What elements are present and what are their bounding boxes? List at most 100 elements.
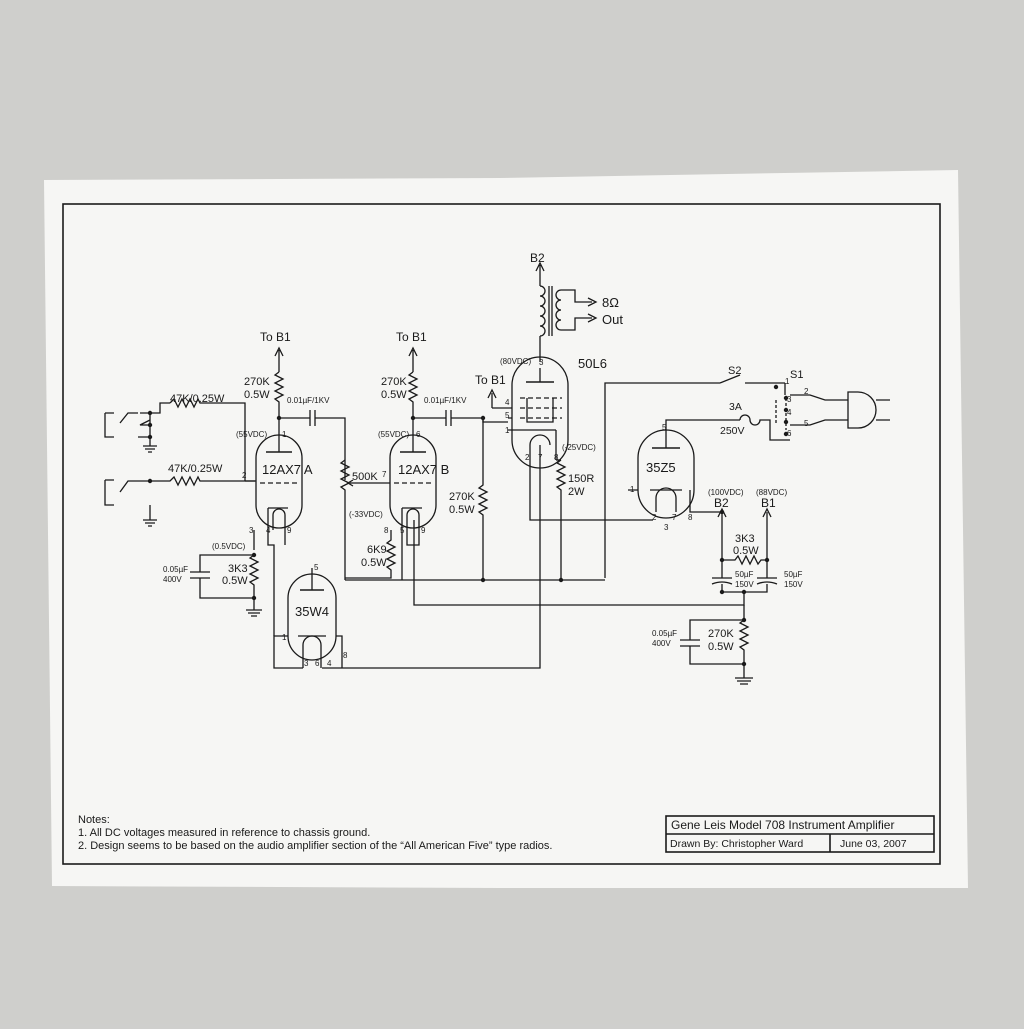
pin: 8: [688, 513, 693, 522]
r-plate-b-rating: 0.5W: [381, 389, 407, 401]
output-impedance: 8Ω: [602, 295, 619, 310]
notes-heading: Notes:: [78, 814, 110, 826]
pin: 5: [505, 411, 510, 420]
pin: 2: [242, 471, 247, 480]
pin: 2: [804, 387, 809, 396]
to-b1-label-b: To B1: [396, 330, 427, 344]
drawn-by: Drawn By: Christopher Ward: [670, 838, 803, 850]
pin: 5: [314, 563, 319, 572]
pin: 8: [343, 651, 348, 660]
output-transformer: [535, 261, 598, 350]
fuse-voltage: 250V: [720, 425, 745, 437]
pin: 6: [416, 430, 421, 439]
pin: 3: [664, 523, 669, 532]
r-bleed-rating: 0.5W: [708, 641, 734, 653]
c-filter-b-rating: 150V: [784, 580, 803, 589]
pin: 5: [804, 419, 809, 428]
pin: 1: [282, 633, 287, 642]
pot-label: 500K: [352, 471, 378, 483]
r-150-label: 150R: [568, 473, 594, 485]
v1a-plate-voltage: (55VDC): [236, 430, 267, 439]
c-filter-b-label: 50µF: [784, 570, 803, 579]
c-filter-a-label: 50µF: [735, 570, 754, 579]
r-150r: [555, 459, 567, 578]
c-cath-a-rating: 400V: [163, 575, 182, 584]
c-bleed-label: 0.05µF: [652, 629, 677, 638]
pin: 3: [787, 395, 792, 404]
tube-50l6: [508, 350, 569, 469]
b2-voltage: (100VDC): [708, 488, 744, 497]
b1-right-label: B1: [761, 496, 776, 510]
pin: 6: [315, 659, 320, 668]
r-cath-b-label: 6K9: [367, 544, 387, 556]
r-grid-rating: 0.5W: [449, 504, 475, 516]
pin: 7: [382, 470, 387, 479]
tube-v3-label: 35Z5: [646, 460, 676, 475]
v2-cathode-voltage: (-25VDC): [562, 443, 596, 452]
pin: 8: [384, 526, 389, 535]
to-b1-label-a: To B1: [260, 330, 291, 344]
tube-v1b-label: 12AX7 B: [398, 462, 449, 477]
pin: 8: [554, 453, 559, 462]
b2-top-label: B2: [530, 251, 545, 265]
bleed-network: [413, 520, 753, 685]
pin: 2: [652, 513, 657, 522]
pin: 1: [505, 426, 510, 435]
tube-35w4: [273, 568, 343, 669]
input-jacks: [104, 397, 255, 527]
mains-section: [604, 374, 890, 578]
c-couple-b-label: 0.01µF/1KV: [424, 396, 467, 405]
r-cath-a-label: 3K3: [228, 563, 248, 575]
to-b1-label-c: To B1: [475, 373, 506, 387]
heater-links: [267, 530, 420, 636]
v1a-cathode-voltage: (0.5VDC): [212, 542, 246, 551]
b2-right-label: B2: [714, 496, 729, 510]
r-plate-a-label: 270K: [244, 376, 270, 388]
c-cath-a-label: 0.05µF: [163, 565, 188, 574]
cathode-b-network: [345, 530, 397, 579]
pin: 1: [282, 430, 287, 439]
pin: 2: [525, 453, 530, 462]
pin: 1: [630, 485, 635, 494]
tube-12ax7-a: [245, 410, 303, 530]
note-1: 1. All DC voltages measured in reference…: [78, 827, 370, 839]
pin: 4: [505, 398, 510, 407]
r-grid-label: 270K: [449, 491, 475, 503]
coupling-cap-a: [279, 410, 346, 480]
pin: 9: [421, 526, 426, 535]
v1b-cathode-voltage: (-33VDC): [349, 510, 383, 519]
drawing-date: June 03, 2007: [840, 838, 907, 850]
pin: 6: [787, 429, 792, 438]
r-in1-label: 47K/0.25W: [170, 393, 225, 405]
r-filter-rating: 0.5W: [733, 545, 759, 557]
v1b-plate-voltage: (55VDC): [378, 430, 409, 439]
tube-v4-label: 35W4: [295, 604, 329, 619]
fuse-rating: 3A: [729, 401, 742, 413]
pin: 7: [672, 513, 677, 522]
c-filter-a-rating: 150V: [735, 580, 754, 589]
r-in2-label: 47K/0.25W: [168, 463, 223, 475]
pin: 3: [249, 526, 254, 535]
switch-s2-label: S2: [728, 365, 741, 377]
drawing-title: Gene Leis Model 708 Instrument Amplifier: [671, 818, 894, 832]
pin: 3: [539, 358, 544, 367]
c-couple-a-label: 0.01µF/1KV: [287, 396, 330, 405]
to-b1-a-arrow: [273, 346, 285, 410]
r-cath-a-rating: 0.5W: [222, 575, 248, 587]
r-150-rating: 2W: [568, 486, 585, 498]
switch-s1-label: S1: [790, 369, 803, 381]
to-b1-b-arrow: [407, 346, 419, 410]
pin: 9: [287, 526, 292, 535]
tube-v2-label: 50L6: [578, 356, 607, 371]
note-2: 2. Design seems to be based on the audio…: [78, 840, 552, 852]
tube-v1a-label: 12AX7 A: [262, 462, 313, 477]
r-filter-label: 3K3: [735, 533, 755, 545]
r-bleed-label: 270K: [708, 628, 734, 640]
r-plate-a-rating: 0.5W: [244, 389, 270, 401]
v2-plate-voltage: (80VDC): [500, 357, 531, 366]
title-block: [665, 815, 935, 853]
paper-sheet: [44, 170, 968, 888]
b1-voltage: (88VDC): [756, 488, 787, 497]
volume-pot: [339, 459, 358, 580]
